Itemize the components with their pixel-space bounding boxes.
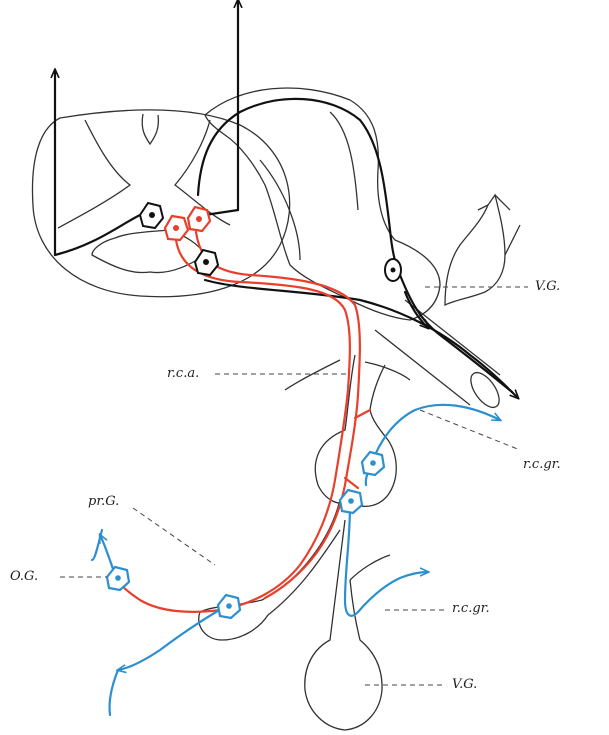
spinal-cord-section xyxy=(32,110,289,297)
label-rca: r.c.a. xyxy=(167,367,199,380)
blue-neuron-vg xyxy=(362,452,384,475)
label-vg-lower: V.G. xyxy=(452,678,477,691)
black-neuron-2 xyxy=(195,250,218,275)
red-neuron-2 xyxy=(188,207,210,231)
label-vg-upper: V.G. xyxy=(535,280,560,293)
label-og: O.G. xyxy=(10,570,38,583)
postganglionic-fibers xyxy=(92,405,500,715)
label-prg: pr.G. xyxy=(88,495,119,508)
black-ganglion-neuron xyxy=(385,259,401,281)
sympathetic-chain xyxy=(199,355,410,730)
somatic-fibers xyxy=(55,0,518,398)
upper-vertebral-ganglion xyxy=(445,195,520,305)
preganglionic-fibers xyxy=(118,232,370,612)
black-neuron-1 xyxy=(140,203,163,228)
blue-neuron-og xyxy=(107,567,129,590)
blue-neuron-prg xyxy=(218,595,240,618)
label-rcgr-upper: r.c.gr. xyxy=(523,458,561,471)
label-rcgr-lower: r.c.gr. xyxy=(452,602,490,615)
